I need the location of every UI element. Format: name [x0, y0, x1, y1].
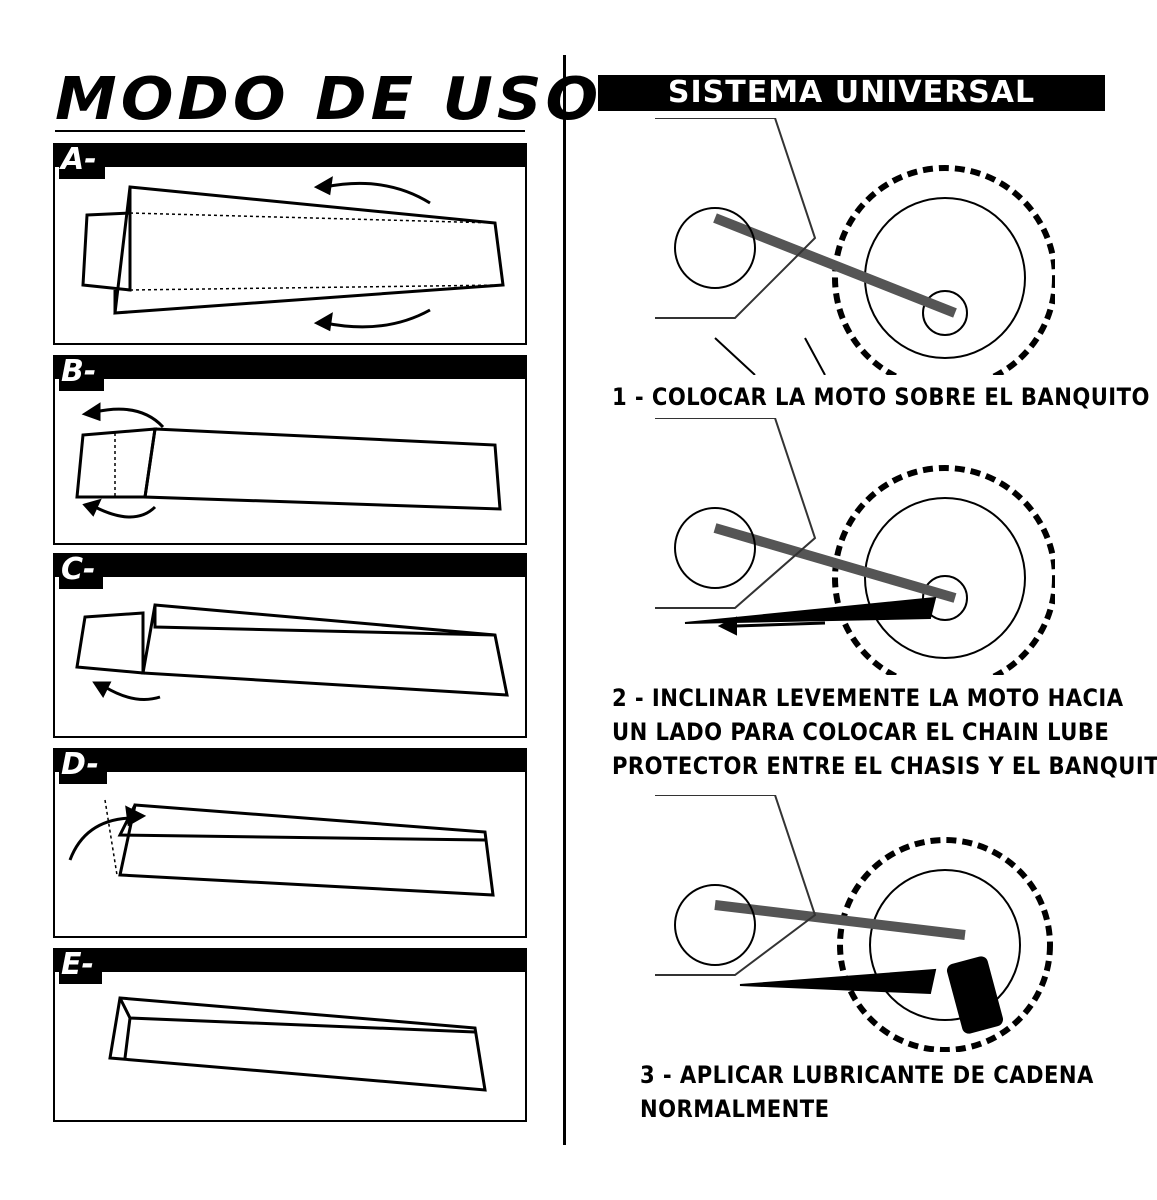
title-underline: [55, 130, 525, 132]
step-label: C-: [59, 553, 104, 589]
page-title: MODO DE USO: [55, 63, 603, 134]
motorcycle-lubricating-chain-illustration: [655, 794, 1055, 1053]
step-caption-3: 3 - APLICAR LUBRICANTE DE CADENA NORMALM…: [640, 1058, 1094, 1126]
motorcycle-tilted-with-protector-illustration: [655, 417, 1058, 691]
caption-line: 3 - APLICAR LUBRICANTE DE CADENA: [640, 1061, 1094, 1089]
tray-illustration: [108, 996, 487, 1092]
tray-fold-illustration: [81, 176, 505, 332]
column-divider: [563, 55, 566, 1145]
motorcycle-on-stand-illustration: [655, 117, 1058, 391]
step-caption-1: 1 - COLOCAR LA MOTO SOBRE EL BANQUITO: [612, 380, 1150, 414]
caption-line: 1 - COLOCAR LA MOTO SOBRE EL BANQUITO: [612, 383, 1150, 411]
step-label: D-: [59, 748, 107, 784]
section-banner: SISTEMA UNIVERSAL: [598, 75, 1105, 111]
step-panel-c: C-: [53, 553, 527, 738]
tray-fold-illustration: [68, 799, 495, 897]
caption-line: 2 - INCLINAR LEVEMENTE LA MOTO HACIA: [612, 684, 1124, 712]
panel-header-bar: [55, 145, 525, 167]
tray-fold-illustration: [75, 402, 502, 519]
panel-header-bar: [55, 555, 525, 577]
step-label: B-: [59, 355, 105, 391]
step-panel-d: D-: [53, 748, 527, 938]
step-caption-2: 2 - INCLINAR LEVEMENTE LA MOTO HACIA UN …: [612, 681, 1157, 783]
tray-fold-illustration: [75, 603, 509, 701]
caption-line: UN LADO PARA COLOCAR EL CHAIN LUBE: [612, 718, 1110, 746]
step-label: A-: [59, 143, 105, 179]
step-panel-a: A-: [53, 143, 527, 345]
step-label: E-: [59, 948, 102, 984]
caption-line: NORMALMENTE: [640, 1095, 830, 1123]
step-panel-e: E-: [53, 948, 527, 1122]
step-panel-b: B-: [53, 355, 527, 545]
panel-header-bar: [55, 357, 525, 379]
caption-line: PROTECTOR ENTRE EL CHASIS Y EL BANQUITO: [612, 752, 1157, 780]
panel-header-bar: [55, 750, 525, 772]
panel-header-bar: [55, 950, 525, 972]
